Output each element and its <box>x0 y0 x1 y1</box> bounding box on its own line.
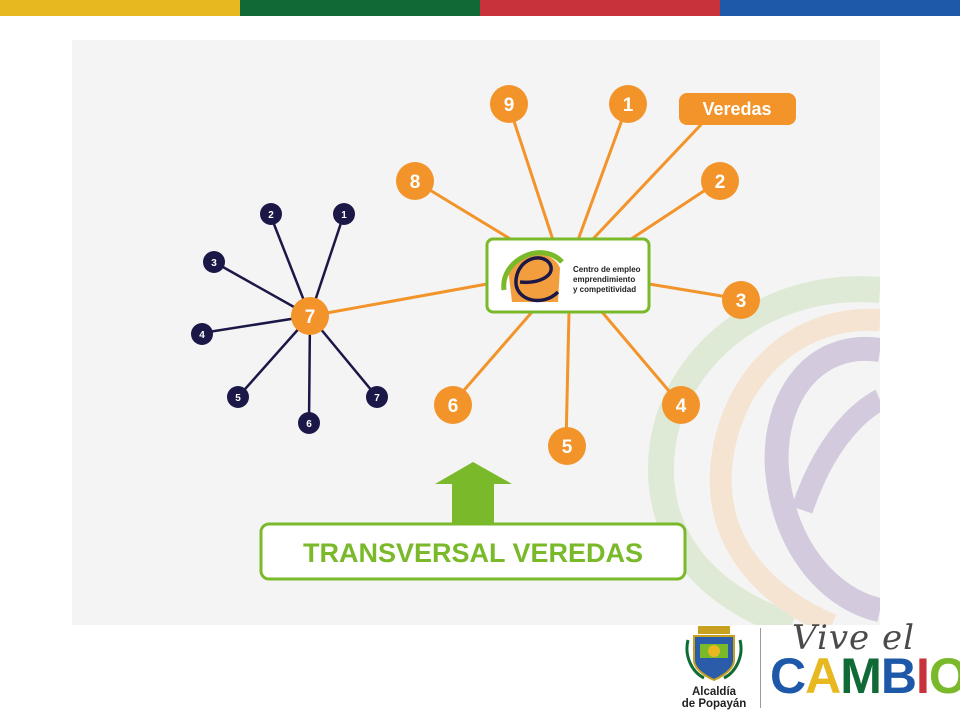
svg-text:4: 4 <box>199 330 205 341</box>
footer-divider <box>760 628 761 708</box>
vive-el-text: Vive el <box>792 618 915 658</box>
svg-text:2: 2 <box>268 210 274 221</box>
subnode-2[interactable]: 2 <box>260 203 282 225</box>
svg-text:1: 1 <box>623 95 634 116</box>
hub-title-line2: emprendimiento <box>573 275 635 284</box>
spoke-node-1[interactable]: 1 <box>609 85 647 123</box>
alcaldia-line1: Alcaldía <box>691 686 737 698</box>
banner-text: TRANSVERSAL VEREDAS <box>303 538 643 568</box>
subnode-4[interactable]: 4 <box>191 323 213 345</box>
spoke-node-2[interactable]: 2 <box>701 162 739 200</box>
slide-panel: Centro de empleo emprendimiento y compet… <box>72 40 880 625</box>
svg-text:1: 1 <box>341 210 347 221</box>
cambio-logo: CAMBIO <box>770 648 960 704</box>
subnode-7[interactable]: 7 <box>366 386 388 408</box>
centro-logo-icon <box>501 250 564 303</box>
arrow-up-icon <box>435 462 512 525</box>
svg-text:5: 5 <box>235 393 241 404</box>
svg-text:3: 3 <box>211 258 217 269</box>
svg-text:8: 8 <box>410 172 421 193</box>
svg-text:9: 9 <box>504 95 515 116</box>
top-bar-yellow <box>0 0 240 16</box>
cambio-letter-i: I <box>915 648 930 704</box>
alcaldia-line2: de Popayán <box>681 698 747 710</box>
subnode-3[interactable]: 3 <box>203 251 225 273</box>
diagram-canvas: Centro de empleo emprendimiento y compet… <box>191 85 880 625</box>
coat-of-arms-icon <box>685 626 743 682</box>
spoke-node-veredas[interactable]: Veredas <box>679 93 796 125</box>
cambio-letter-b: B <box>880 648 917 704</box>
svg-text:7: 7 <box>305 307 316 328</box>
svg-text:6: 6 <box>306 419 312 430</box>
watermark-e-icon <box>647 276 880 625</box>
svg-text:5: 5 <box>562 437 573 458</box>
svg-text:7: 7 <box>374 393 380 404</box>
spoke-node-6[interactable]: 6 <box>434 386 472 424</box>
subnode-1[interactable]: 1 <box>333 203 355 225</box>
cambio-letter-o: O <box>928 648 960 704</box>
spoke-node-5[interactable]: 5 <box>548 427 586 465</box>
svg-text:2: 2 <box>715 172 726 193</box>
spoke-node-7[interactable]: 7 <box>291 297 329 335</box>
hub-title-line1: Centro de empleo <box>573 265 641 274</box>
hub-spoke-lines <box>309 105 741 446</box>
hub-title-line3: y competitividad <box>573 285 636 294</box>
sub-spoke-lines <box>201 213 378 424</box>
cambio-letter-m: M <box>840 648 882 704</box>
svg-text:6: 6 <box>448 396 459 417</box>
spoke-node-4[interactable]: 4 <box>662 386 700 424</box>
spoke-node-8[interactable]: 8 <box>396 162 434 200</box>
transversal-banner[interactable]: TRANSVERSAL VEREDAS <box>259 522 687 581</box>
svg-text:3: 3 <box>736 291 747 312</box>
top-bar-green <box>240 0 480 16</box>
top-bar-blue <box>720 0 960 16</box>
svg-text:Veredas: Veredas <box>702 99 771 119</box>
subnode-6[interactable]: 6 <box>298 412 320 434</box>
cambio-letter-a: A <box>805 648 841 704</box>
hub-box[interactable]: Centro de empleo emprendimiento y compet… <box>485 237 651 314</box>
cambio-letter-c: C <box>770 648 806 704</box>
top-bar-red <box>480 0 720 16</box>
svg-text:4: 4 <box>676 396 687 417</box>
spoke-node-3[interactable]: 3 <box>722 281 760 319</box>
spoke-node-9[interactable]: 9 <box>490 85 528 123</box>
top-color-bar <box>0 0 960 16</box>
subnode-5[interactable]: 5 <box>227 386 249 408</box>
